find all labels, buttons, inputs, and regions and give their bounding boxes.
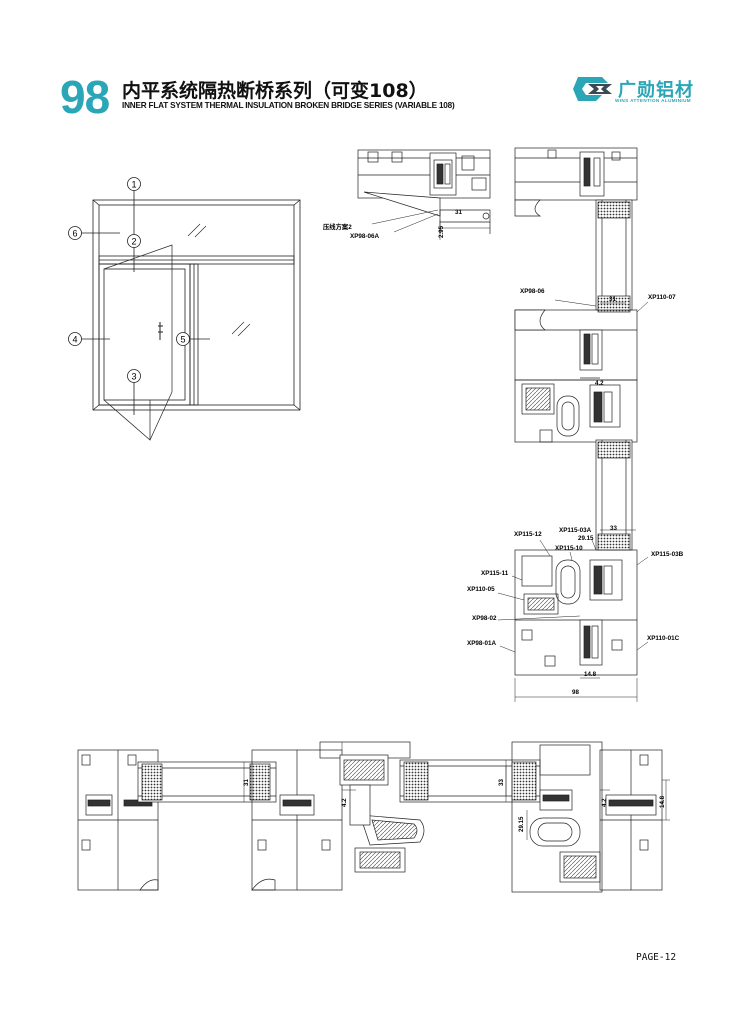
marker-2-label: 2 <box>131 237 136 247</box>
marker-6 <box>68 226 82 240</box>
label-xp115-12: XP115-12 <box>514 531 542 538</box>
label-xp110-01c: XP110-01C <box>647 635 680 642</box>
label-xp110-07: XP110-07 <box>648 294 676 301</box>
page-number: PAGE-12 <box>636 952 677 963</box>
dim-glass-lower: 33 <box>610 525 617 532</box>
brand-logo-icon <box>573 77 612 101</box>
marker-6-label: 6 <box>72 229 77 239</box>
hsec-dim-gap-left: 4.2 <box>341 798 348 807</box>
marker-3 <box>127 369 141 383</box>
dim-glass-upper: 31 <box>609 296 616 303</box>
marker-5-label: 5 <box>180 335 185 345</box>
brand-name-english: WINS ATTENTION ALUMINIUM <box>615 98 692 103</box>
dim-gap: 4.2 <box>595 380 604 387</box>
horizontal-section <box>77 741 670 893</box>
hsec-dim-glass-left: 31 <box>243 779 250 786</box>
top-detail-profile-label: XP98-06A <box>350 233 380 240</box>
vertical-section <box>497 147 649 702</box>
hsec-dim-offset: 29.15 <box>518 816 525 832</box>
label-xp115-03a: XP115-03A <box>559 527 592 534</box>
top-detail-section <box>357 149 491 240</box>
marker-4-label: 4 <box>72 335 77 345</box>
label-xp98-06: XP98-06 <box>520 288 545 295</box>
title-chinese: 内平系统隔热断桥系列（可变108） <box>122 80 428 102</box>
window-elevation <box>80 190 301 441</box>
brand-name-chinese: 广勋铝材 <box>618 80 694 101</box>
elevation-markers: 1 2 3 4 5 6 <box>68 177 190 383</box>
top-detail-dim-width: 31 <box>455 209 462 216</box>
marker-3-label: 3 <box>131 372 136 382</box>
marker-4 <box>68 332 82 346</box>
hsec-dim-glass-right: 33 <box>498 779 505 786</box>
title-english: INNER FLAT SYSTEM THERMAL INSULATION BRO… <box>122 101 455 110</box>
dim-bottom-small: 14.8 <box>584 671 597 678</box>
label-xp115-10: XP115-10 <box>555 545 583 552</box>
marker-2 <box>127 234 141 248</box>
top-detail-note: 压线方案2 <box>323 222 352 231</box>
series-number: 98 <box>60 71 110 123</box>
marker-1 <box>127 177 141 191</box>
top-detail-dim-small: 2.95 <box>438 225 445 238</box>
dim-overall: 98 <box>572 689 579 696</box>
label-xp115-11: XP115-11 <box>481 570 509 577</box>
marker-5 <box>176 332 190 346</box>
hsec-dim-edge: 14.8 <box>659 795 666 808</box>
dim-offset: 29.15 <box>578 535 594 542</box>
label-xp98-01a: XP98-01A <box>467 640 497 647</box>
hsec-dim-gap-right: 4.2 <box>601 798 608 807</box>
label-xp115-03b: XP115-03B <box>651 551 684 558</box>
label-xp110-05: XP110-05 <box>467 586 495 593</box>
label-xp98-02: XP98-02 <box>472 615 497 622</box>
marker-1-label: 1 <box>131 180 136 190</box>
